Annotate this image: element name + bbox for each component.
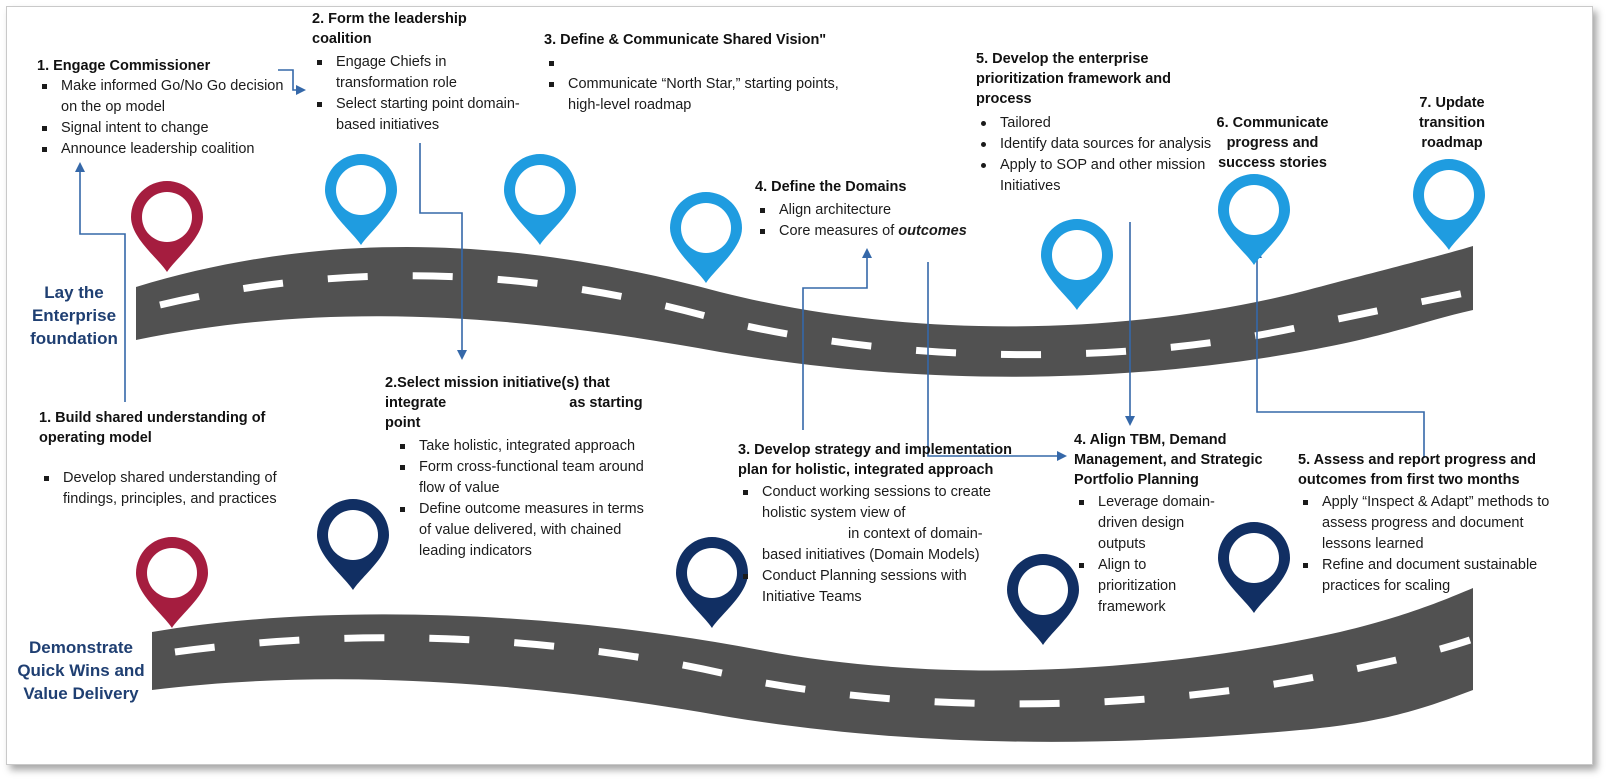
step-bullet: Select starting point domain-based initi… [312,94,527,136]
top-road [136,246,1473,377]
step-shared-vision: 3. Define & Communicate Shared Vision" C… [544,30,844,116]
pin-top-1-red [131,181,203,272]
title-part: as starting [569,395,643,411]
pin-top-6-light [1218,174,1290,265]
step-develop-strategy: 3. Develop strategy and implementation p… [738,440,1013,608]
step-bullet: Engage Chiefs in transformation role [312,52,527,94]
bottom-road [152,588,1473,742]
lane-label-bottom: Demonstrate Quick Wins and Value Deliver… [17,638,145,703]
step-assess-report: 5. Assess and report progress and outcom… [1298,450,1553,597]
step-title: 2.Select mission initiative(s) that inte… [385,373,675,433]
pin-bottom-1-red [136,537,208,628]
arrow-engage-to-coalition [278,69,306,95]
step-bullet: Apply to SOP and other mission Initiativ… [976,155,1216,197]
pin-top-3-light [504,154,576,245]
pin-bottom-3-dark [676,537,748,628]
step-bullet [544,53,844,74]
step-define-domains: 4. Define the Domains Align architecture… [755,177,1015,242]
step-bullet: Form cross-functional team around flow o… [395,457,650,499]
step-title: 6. Communicate progress and success stor… [1216,115,1329,171]
step-bullet: Make informed Go/No Go decision on the o… [37,76,297,118]
step-title: 3. Define & Communicate Shared Vision" [544,32,827,48]
step-bullet: Define outcome measures in terms of valu… [395,499,650,562]
step-title: 5. Develop the enterprise prioritization… [976,51,1171,107]
step-bullet: Communicate “North Star,” starting point… [544,74,844,116]
step-bullet: Take holistic, integrated approach [395,436,650,457]
step-bullet: Conduct Planning sessions with Initiativ… [738,566,1013,608]
step-prioritization-framework: 5. Develop the enterprise prioritization… [976,49,1216,197]
step-title: 4. Define the Domains [755,179,907,195]
step-bullet: Align architecture [755,200,1015,221]
step-align-tbm: 4. Align TBM, Demand Management, and Str… [1074,430,1289,618]
lane-label-top: Lay the Enterprise foundation [30,283,118,348]
step-bullet: Announce leadership coalition [37,139,297,160]
step-build-understanding: 1. Build shared understanding of operati… [39,408,299,510]
top-road-lane-markings [159,272,1471,359]
step-title: 1. Build shared understanding of operati… [39,410,266,446]
arrow-domains-to-align [927,262,1067,461]
step-title: 2. Form the leadership coalition [312,11,467,47]
bullet-text: Core measures of [779,223,899,239]
pin-top-7-light [1413,159,1485,250]
step-title: 5. Assess and report progress and outcom… [1298,452,1536,488]
title-part: point [385,415,421,431]
step-update-roadmap: 7. Update transition roadmap [1412,93,1492,153]
step-bullet: Leverage domain-driven design outputs [1074,492,1224,555]
step-title: 7. Update transition roadmap [1418,95,1486,151]
step-bullet: Develop shared understanding of findings… [39,468,299,510]
step-bullet: Tailored [976,113,1216,134]
step-engage-commissioner: 1. Engage Commissioner Make informed Go/… [37,56,297,160]
pin-bottom-4-dark [1007,554,1079,645]
step-bullet: Core measures of outcomes [755,221,1015,242]
arrow-assess-to-communicate [1252,248,1425,458]
step-bullet: Refine and document sustainable practice… [1298,555,1553,597]
arrow-strategy-to-domains [802,248,872,430]
pin-top-2-light [325,154,397,245]
pin-bottom-2-dark [317,499,389,590]
pin-top-4-light [670,192,742,283]
step-bullet: Identify data sources for analysis [976,134,1216,155]
step-select-initiative: 2.Select mission initiative(s) that inte… [385,373,675,562]
arrow-coalition-to-select [419,143,467,360]
step-communicate-progress: 6. Communicate progress and success stor… [1200,113,1345,173]
step-bullet: Signal intent to change [37,118,297,139]
bullet-text: Conduct working sessions to create holis… [762,484,991,521]
step-bullet: Apply “Inspect & Adapt” methods to asses… [1298,492,1553,555]
title-part: 2.Select mission initiative(s) that inte… [385,375,610,411]
step-bullet: Align to prioritization framework [1074,555,1224,618]
pin-top-5-light [1041,219,1113,310]
step-bullet: Conduct working sessions to create holis… [738,482,1013,566]
arrow-build-to-engage [75,162,126,402]
emphasis-outcomes: outcomes [898,223,967,239]
pin-bottom-5-dark [1218,522,1290,613]
step-form-coalition: 2. Form the leadership coalition Engage … [312,9,527,136]
bottom-road-lane-markings [174,634,1472,708]
step-title: 1. Engage Commissioner [37,58,211,74]
step-title: 4. Align TBM, Demand Management, and Str… [1074,432,1263,488]
step-title: 3. Develop strategy and implementation p… [738,442,1012,478]
bullet-text: in context of domain-based initiatives (… [762,526,983,563]
